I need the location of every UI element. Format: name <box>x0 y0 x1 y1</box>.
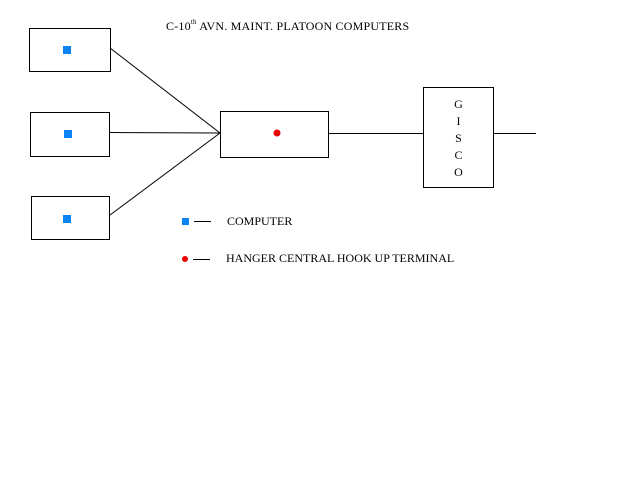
gisco-box <box>423 87 494 188</box>
gisco-label: G I S C O <box>423 96 494 181</box>
diagram-title: C-10th AVN. MAINT. PLATOON COMPUTERS <box>166 18 410 33</box>
gisco-letter: O <box>454 165 463 179</box>
legend-computer-symbol <box>182 218 189 225</box>
legend-terminal-symbol <box>182 256 188 262</box>
gisco-letter: I <box>456 114 461 128</box>
legend-terminal-label: HANGER CENTRAL HOOK UP TERMINAL <box>226 251 455 265</box>
legend-computer-label: COMPUTER <box>227 214 293 228</box>
computer-marker-1 <box>63 46 71 54</box>
gisco-letter: S <box>455 131 462 145</box>
hub-marker <box>273 129 281 137</box>
connector-1 <box>109 47 221 134</box>
gisco-letter: G <box>454 97 463 111</box>
computer-marker-3 <box>63 215 71 223</box>
connector-2 <box>109 132 221 134</box>
connector-3 <box>109 132 221 216</box>
gisco-letter: C <box>454 148 463 162</box>
computer-marker-2 <box>64 130 72 138</box>
